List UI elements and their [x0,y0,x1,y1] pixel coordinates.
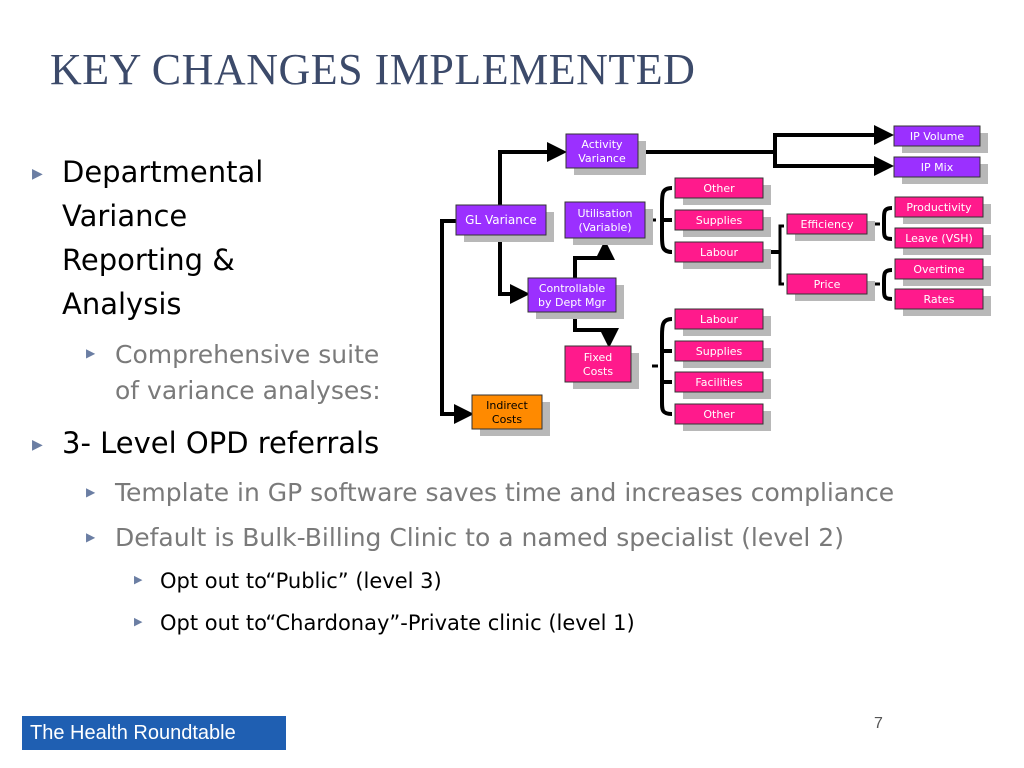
node-fixed-costs [564,345,632,383]
bullet-line: Variance [62,199,188,233]
node-price-label: Price [814,278,841,291]
node-facilities-label: Facilities [695,376,742,389]
node-other-bottom-label: Other [703,408,735,421]
node-indirect-label: Indirect [486,399,528,412]
connector-efficiency-items [882,206,893,241]
connector-gl-activity [498,142,567,208]
node-utilisation-label: (Variable) [578,221,631,234]
node-labour-bottom [674,308,764,330]
sub-sub-bullet-arrow-icon: ▶ [134,574,143,586]
connector-labour-price [778,252,784,286]
node-activity-label: Variance [578,152,626,165]
node-activity-label: Activity [581,138,623,151]
node-controllable-label: by Dept Mgr [538,296,606,309]
node-other-top [674,177,764,199]
connector-labour-efficiency [778,224,784,252]
node-productivity [894,196,984,218]
sub-sub-bullet-arrow-icon: ▶ [134,616,143,628]
connector-fixed-items [660,317,673,416]
node-indirect-costs [471,394,543,430]
node-overtime [894,258,984,280]
node-supplies-bottom-label: Supplies [696,345,743,358]
sub-sub-bullet-chardonay: Opt out to“Chardonay”-Private clinic (le… [160,611,635,635]
bullet-line: of variance analyses: [115,376,381,405]
node-controllable [527,277,617,313]
sub-bullet-arrow-icon: ▶ [86,530,96,544]
sub-bullet-default: Default is Bulk-Billing Clinic to a name… [115,523,844,552]
node-other-bottom [674,403,764,425]
node-leave-label: Leave (VSH) [905,232,973,245]
sub-bullet-comprehensive-suite: Comprehensive suite of variance analyses… [115,337,415,409]
bullet-line: Analysis [62,287,182,321]
node-productivity-label: Productivity [906,201,972,214]
node-supplies-top [674,209,764,231]
bullet-line: Comprehensive suite [115,340,380,369]
node-utilisation [564,201,646,239]
connector-utilisation-items [660,186,673,254]
bullet-opd-referrals: 3- Level OPD referrals [62,426,380,460]
node-fixed-costs-label: Fixed [584,351,613,364]
bullet-arrow-icon: ▶ [32,165,43,181]
connector-price-items [882,268,893,301]
bullet-arrow-icon: ▶ [32,436,43,452]
node-indirect-label: Costs [492,413,522,426]
node-efficiency-label: Efficiency [801,218,854,231]
node-leave-vsh [894,227,984,249]
node-efficiency [786,213,868,235]
node-utilisation-label: Utilisation [577,207,632,220]
node-rates [894,288,984,310]
node-rates-label: Rates [924,293,955,306]
connector-controllable-utilisation [573,240,615,278]
node-labour-top [674,241,764,263]
connector-ip-mix [773,152,894,176]
connectors [440,125,894,424]
node-overtime-label: Overtime [913,263,965,276]
node-controllable-label: Controllable [539,282,606,295]
node-gl-variance [455,204,547,236]
page-title: KEY CHANGES IMPLEMENTED [50,45,696,94]
node-fixed-costs-label: Costs [583,365,613,378]
connector-controllable-fixed [573,312,619,348]
node-other-top-label: Other [703,182,735,195]
bullet-line: Reporting & [62,243,235,277]
sub-bullet-arrow-icon: ▶ [86,485,96,499]
node-activity-variance [565,133,639,169]
connector-gl-controllable [498,234,530,304]
sub-bullet-arrow-icon: ▶ [86,346,96,360]
bullet-line: Departmental [62,155,264,189]
node-ip-mix [893,156,981,178]
node-ip-volume-label: IP Volume [910,130,965,143]
sub-sub-bullet-public: Opt out to“Public” (level 3) [160,569,442,593]
node-labour-bottom-label: Labour [700,313,739,326]
connector-ip-volume [773,125,894,152]
node-price [786,273,868,295]
node-ip-mix-label: IP Mix [921,161,954,174]
node-supplies-top-label: Supplies [696,214,743,227]
sub-bullet-template: Template in GP software saves time and i… [115,478,895,507]
health-roundtable-logo: The Health Roundtable [22,716,286,750]
node-ip-volume [893,125,981,147]
node-gl-variance-label: GL Variance [465,213,537,227]
node-supplies-bottom [674,340,764,362]
connector-gl-indirect [440,219,474,424]
diagram-nodes: GL Variance Activity Variance Utilisatio… [455,125,991,436]
bullet-departmental-variance: Departmental Variance Reporting & Analys… [62,150,322,326]
node-facilities [674,371,764,393]
node-labour-top-label: Labour [700,246,739,259]
page-number: 7 [874,715,883,732]
